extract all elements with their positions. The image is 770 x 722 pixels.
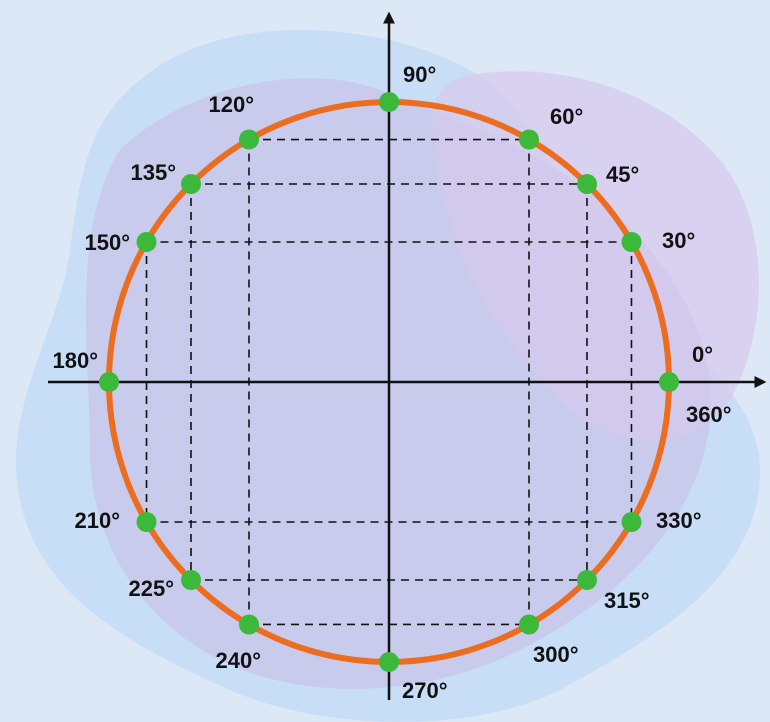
point-270 [379, 652, 399, 672]
axes [48, 11, 767, 700]
label-360: 360° [686, 402, 732, 427]
label-225: 225° [128, 576, 174, 601]
point-90 [379, 92, 399, 112]
point-240 [239, 614, 259, 635]
label-150: 150° [84, 230, 130, 255]
point-45 [577, 174, 597, 194]
label-330: 330° [656, 508, 702, 533]
point-330 [621, 512, 642, 532]
label-300: 300° [533, 642, 579, 667]
point-30 [621, 232, 642, 252]
label-270: 270° [402, 678, 448, 703]
label-240: 240° [215, 648, 261, 673]
label-30: 30° [662, 228, 695, 253]
point-315 [577, 570, 597, 590]
label-120: 120° [208, 92, 254, 117]
point-135 [181, 174, 201, 194]
label-135: 135° [130, 160, 176, 185]
blob-pink [432, 71, 759, 442]
label-45: 45° [606, 162, 639, 187]
label-315: 315° [604, 588, 650, 613]
label-0: 0° [692, 342, 713, 367]
label-90: 90° [403, 62, 436, 87]
point-0 [659, 372, 679, 392]
point-60 [519, 129, 539, 150]
angle-points [99, 92, 679, 672]
point-150 [136, 232, 157, 252]
label-180: 180° [52, 348, 98, 373]
point-210 [136, 512, 157, 532]
point-120 [239, 129, 259, 150]
label-210: 210° [74, 508, 120, 533]
point-180 [99, 372, 119, 392]
angle-labels: 0° 30° 45° 60° 90° 120° 135° 150° 180° 210° 225° 24… [52, 62, 731, 703]
label-60: 60° [550, 104, 583, 129]
point-300 [519, 614, 539, 635]
point-225 [181, 570, 201, 590]
